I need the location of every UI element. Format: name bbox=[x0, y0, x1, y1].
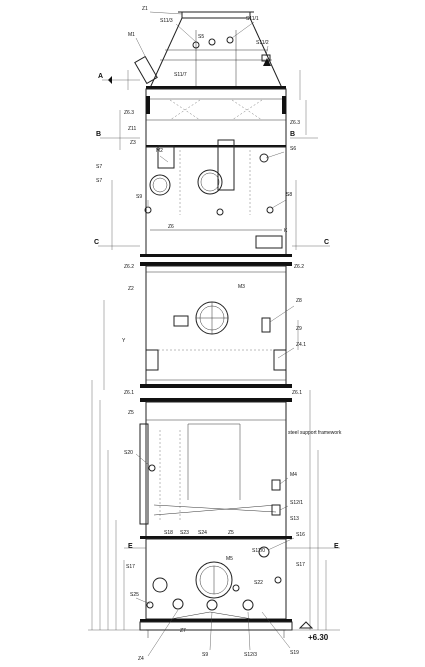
label-s24: S24 bbox=[198, 530, 207, 536]
elevation-label: +6.30 bbox=[308, 633, 329, 642]
elevation-marker: +6.30 bbox=[298, 621, 329, 642]
label-s16: S16 bbox=[296, 532, 305, 538]
top-hood bbox=[134, 11, 286, 89]
label-s7-bottom: S7 bbox=[96, 178, 102, 184]
label-z6-3-right: Z6.3 bbox=[290, 120, 300, 126]
label-s8: S8 bbox=[286, 192, 292, 198]
label-y: Y bbox=[122, 338, 126, 344]
label-s17-right: S17 bbox=[296, 562, 305, 568]
section-b-right: B bbox=[290, 131, 295, 138]
label-z7: Z7 bbox=[180, 628, 186, 634]
label-z5: Z5 bbox=[128, 410, 134, 416]
label-s18: S18 bbox=[164, 530, 173, 536]
label-z2: Z2 bbox=[128, 286, 134, 292]
lower-shell bbox=[139, 398, 292, 539]
bottom-hopper bbox=[139, 538, 293, 638]
section-a-left: A bbox=[98, 73, 103, 80]
label-s17-left: S17 bbox=[126, 564, 135, 570]
section-c-left: C bbox=[94, 239, 99, 246]
label-z6-2-left: Z6.2 bbox=[124, 264, 134, 270]
nozzle-labels: Z1 S11/3 S11/1 M1 S5 S11/2 S11/7 Z6.3 Z1… bbox=[96, 6, 306, 662]
label-z6-3-left: Z6.3 bbox=[124, 110, 134, 116]
label-m2: M2 bbox=[156, 148, 163, 154]
label-z6-1-right: Z6.1 bbox=[292, 390, 302, 396]
label-s6: S6 bbox=[290, 146, 296, 152]
label-z3: Z3 bbox=[130, 140, 136, 146]
section-markers: A B B C C E E bbox=[94, 73, 340, 550]
label-s13: S13 bbox=[290, 516, 299, 522]
middle-shell bbox=[140, 262, 292, 388]
label-s20: S20 bbox=[124, 450, 133, 456]
label-s12-1: S12/1 bbox=[290, 500, 303, 506]
leader-lines bbox=[135, 11, 295, 657]
upper-shell bbox=[145, 88, 287, 148]
dimension-lines-left bbox=[88, 70, 146, 631]
label-s12-0: S12/0 bbox=[252, 548, 265, 554]
label-z5-lower: Z5 bbox=[228, 530, 234, 536]
label-z6: Z6 bbox=[168, 224, 174, 230]
label-z4: Z4 bbox=[138, 656, 144, 662]
label-s9-lower: S9 bbox=[202, 652, 208, 658]
label-m1: M1 bbox=[128, 32, 135, 38]
label-z4-1: Z4.1 bbox=[296, 342, 306, 348]
label-s11-2: S11/2 bbox=[256, 40, 269, 46]
label-z1: Z1 bbox=[142, 6, 148, 12]
mid-upper-shell bbox=[140, 139, 292, 257]
support-note: steel support framework bbox=[288, 430, 342, 436]
label-s7-top: S7 bbox=[96, 164, 102, 170]
label-s5: S5 bbox=[198, 34, 204, 40]
label-s9: S9 bbox=[136, 194, 142, 200]
section-e-left: E bbox=[128, 543, 133, 550]
label-s19: S19 bbox=[290, 650, 299, 656]
label-s11-1: S11/1 bbox=[246, 16, 259, 22]
label-z9: Z9 bbox=[296, 326, 302, 332]
label-z6-2-right: Z6.2 bbox=[294, 264, 304, 270]
label-s11-3: S11/3 bbox=[160, 18, 173, 24]
label-s11-7: S11/7 bbox=[174, 72, 187, 78]
label-s12-3: S12/3 bbox=[244, 652, 257, 658]
label-s22: S22 bbox=[254, 580, 263, 586]
section-e-right: E bbox=[334, 543, 339, 550]
label-k: K bbox=[284, 228, 288, 234]
label-s25: S25 bbox=[130, 592, 139, 598]
label-s23: S23 bbox=[180, 530, 189, 536]
label-m4: M4 bbox=[290, 472, 297, 478]
label-z8: Z8 bbox=[296, 298, 302, 304]
label-m5: M5 bbox=[226, 556, 233, 562]
section-b-left: B bbox=[96, 131, 101, 138]
dimension-lines-right bbox=[286, 70, 340, 631]
section-c-right: C bbox=[324, 239, 329, 246]
label-m3: M3 bbox=[238, 284, 245, 290]
label-z6-1-left: Z6.1 bbox=[124, 390, 134, 396]
label-z11: Z11 bbox=[128, 126, 136, 132]
